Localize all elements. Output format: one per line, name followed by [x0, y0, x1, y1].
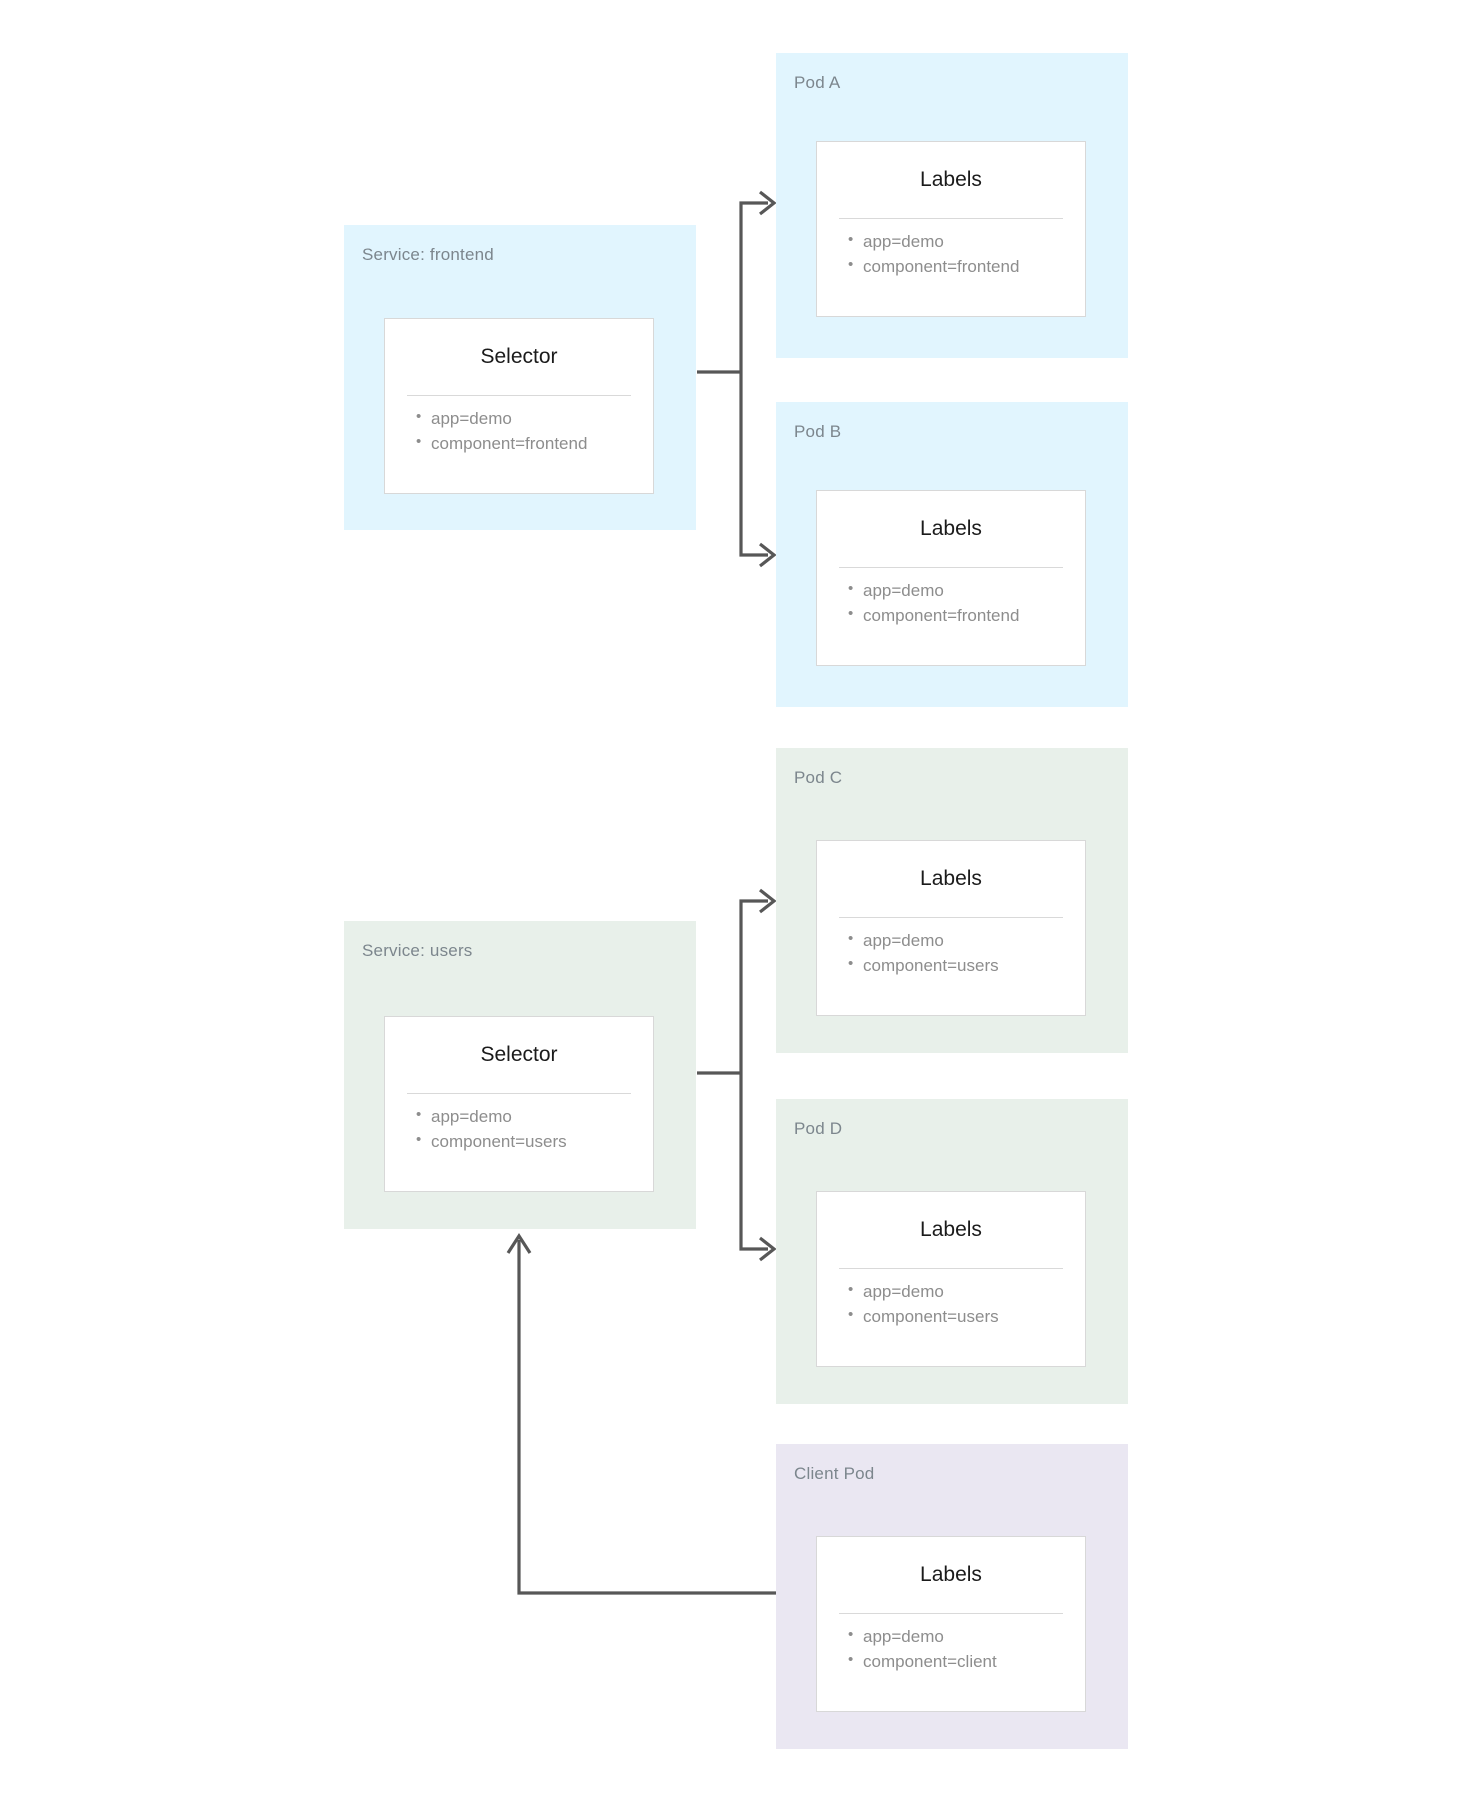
arrowhead-pod-c [759, 888, 777, 914]
connector-users-to-pod-c [739, 899, 768, 1073]
client-pod-group[interactable]: Client Pod Labels app=demo component=cli… [776, 1444, 1128, 1749]
pod-c-group[interactable]: Pod C Labels app=demo component=users [776, 748, 1128, 1053]
label-item: component=client [848, 1649, 1085, 1675]
labels-card-title: Labels [920, 517, 982, 540]
card-divider [407, 1093, 631, 1095]
service-users-title: Service: users [362, 941, 473, 960]
arrowhead-pod-b [759, 542, 777, 568]
pod-b-labels-card[interactable]: Labels app=demo component=frontend [816, 490, 1086, 666]
labels-card-title: Labels [920, 168, 982, 191]
labels-card-title: Labels [920, 1218, 982, 1241]
pod-c-labels-card[interactable]: Labels app=demo component=users [816, 840, 1086, 1016]
card-divider [839, 1268, 1063, 1270]
card-divider [839, 917, 1063, 919]
service-users-selector-card[interactable]: Selector app=demo component=users [384, 1016, 654, 1192]
pod-d-labels-list: app=demo component=users [817, 1279, 1085, 1330]
selector-label-item: component=users [416, 1129, 653, 1155]
client-pod-labels-list: app=demo component=client [817, 1624, 1085, 1675]
selector-card-title: Selector [480, 1043, 558, 1066]
connector-frontend-to-pod-a [739, 201, 768, 372]
label-item: component=users [848, 953, 1085, 979]
labels-card-title: Labels [920, 867, 982, 890]
pod-d-group[interactable]: Pod D Labels app=demo component=users [776, 1099, 1128, 1404]
pod-a-group[interactable]: Pod A Labels app=demo component=frontend [776, 53, 1128, 358]
card-divider [839, 218, 1063, 220]
label-item: app=demo [848, 578, 1085, 604]
pod-d-labels-card[interactable]: Labels app=demo component=users [816, 1191, 1086, 1367]
selector-label-item: app=demo [416, 1104, 653, 1130]
label-item: app=demo [848, 1624, 1085, 1650]
label-item: app=demo [848, 229, 1085, 255]
label-item: app=demo [848, 1279, 1085, 1305]
client-pod-title: Client Pod [794, 1464, 875, 1483]
arrowhead-users-service [506, 1233, 532, 1254]
connector-client-pod-to-users [517, 1240, 776, 1595]
connector-users-to-pod-d [739, 1073, 768, 1251]
labels-card-title: Labels [920, 1563, 982, 1586]
selector-label-item: app=demo [416, 406, 653, 432]
label-item: app=demo [848, 928, 1085, 954]
service-users-group[interactable]: Service: users Selector app=demo compone… [344, 921, 696, 1229]
pod-b-labels-list: app=demo component=frontend [817, 578, 1085, 629]
client-pod-labels-card[interactable]: Labels app=demo component=client [816, 1536, 1086, 1712]
service-frontend-title: Service: frontend [362, 245, 494, 264]
pod-c-title: Pod C [794, 768, 843, 787]
card-divider [839, 567, 1063, 569]
service-frontend-selector-card[interactable]: Selector app=demo component=frontend [384, 318, 654, 494]
label-item: component=users [848, 1304, 1085, 1330]
service-users-selector-list: app=demo component=users [385, 1104, 653, 1155]
pod-d-title: Pod D [794, 1119, 843, 1138]
pod-c-labels-list: app=demo component=users [817, 928, 1085, 979]
selector-card-title: Selector [480, 345, 558, 368]
card-divider [839, 1613, 1063, 1615]
arrowhead-pod-a [759, 190, 777, 216]
card-divider [407, 395, 631, 397]
label-item: component=frontend [848, 603, 1085, 629]
service-frontend-group[interactable]: Service: frontend Selector app=demo comp… [344, 225, 696, 530]
service-frontend-selector-list: app=demo component=frontend [385, 406, 653, 457]
connector-frontend-to-pod-b [739, 372, 768, 557]
pod-b-group[interactable]: Pod B Labels app=demo component=frontend [776, 402, 1128, 707]
selector-label-item: component=frontend [416, 431, 653, 457]
arrowhead-pod-d [759, 1236, 777, 1262]
pod-a-labels-list: app=demo component=frontend [817, 229, 1085, 280]
pod-a-title: Pod A [794, 73, 841, 92]
pod-b-title: Pod B [794, 422, 842, 441]
label-item: component=frontend [848, 254, 1085, 280]
pod-a-labels-card[interactable]: Labels app=demo component=frontend [816, 141, 1086, 317]
